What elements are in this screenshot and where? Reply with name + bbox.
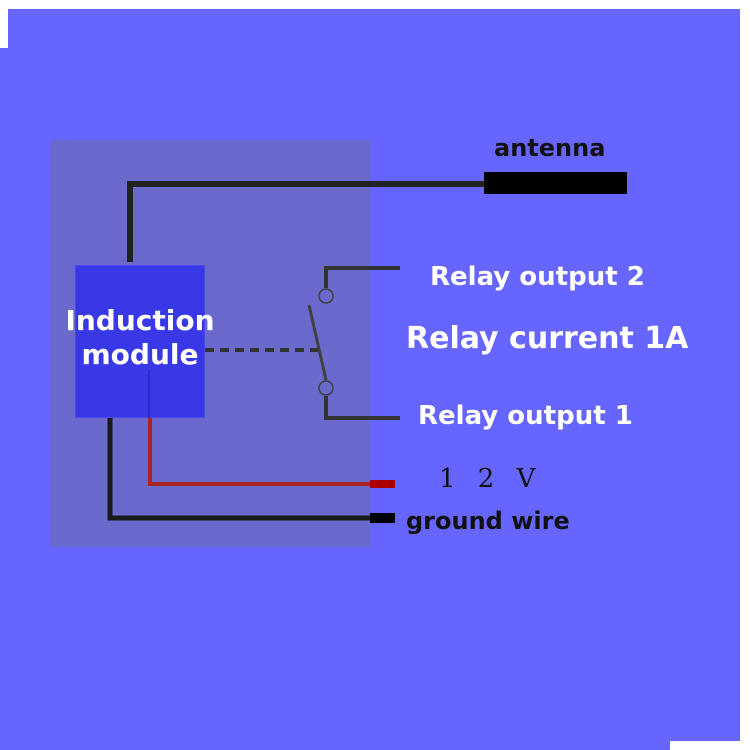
relay-switch-blade	[307, 304, 328, 381]
background-bottom-edge	[8, 741, 670, 750]
relay-contact-1	[318, 380, 334, 396]
relay-contact-2	[318, 288, 334, 304]
module-label-line-1: Induction	[65, 304, 215, 337]
power-12v-wire	[148, 413, 395, 486]
relay-output-2-wire	[324, 266, 400, 288]
antenna-wire	[127, 181, 485, 262]
power-12v-terminal	[370, 480, 395, 488]
induction-module-label: Induction module	[60, 304, 220, 372]
antenna-label: antenna	[494, 134, 606, 162]
induction-module-block	[75, 265, 205, 418]
relay-output-1-wire	[324, 396, 400, 420]
top-margin	[0, 0, 750, 9]
ground-wire-label: ground wire	[406, 507, 570, 535]
voltage-label: 1 2 V	[439, 464, 543, 494]
ground-wire	[107, 413, 395, 521]
antenna-bar	[484, 172, 627, 194]
relay-current-label: Relay current 1A	[406, 321, 689, 356]
ground-terminal	[370, 513, 395, 523]
module-divider	[148, 370, 150, 418]
relay-output-2-label: Relay output 2	[430, 262, 645, 292]
background-left-edge	[0, 48, 8, 750]
relay-output-1-label: Relay output 1	[418, 401, 633, 431]
module-label-line-2: module	[81, 338, 199, 371]
